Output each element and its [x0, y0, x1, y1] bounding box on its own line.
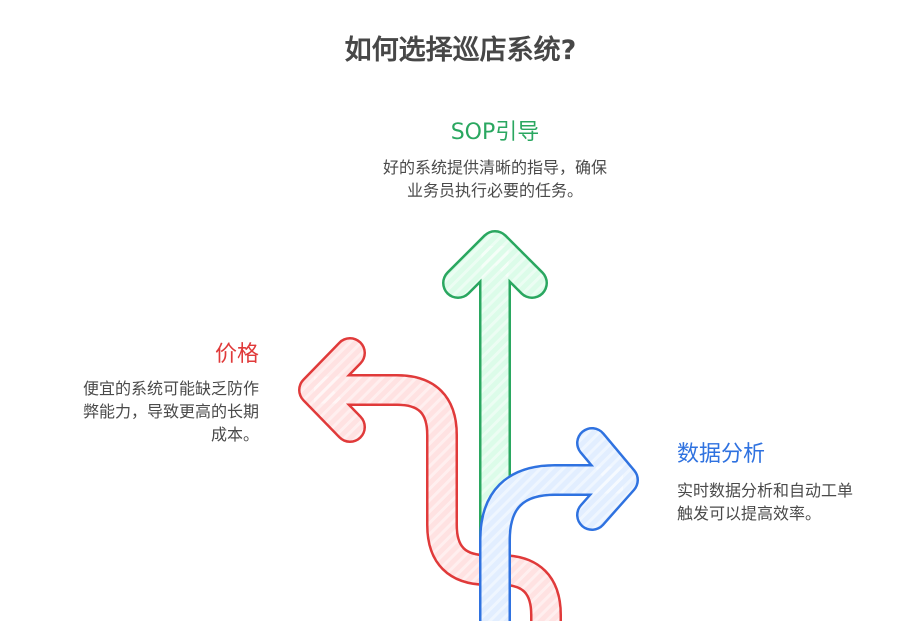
- data-analysis-heading: 数据分析: [677, 442, 766, 467]
- data-arrow: [479, 427, 639, 621]
- price-heading: 价格: [214, 342, 259, 367]
- price-description-line: 弊能力，导致更高的长期: [82, 402, 259, 421]
- sop-description-line: 业务员执行必要的任务。: [406, 181, 583, 200]
- data-analysis-description-line: 实时数据分析和自动工单: [677, 481, 854, 500]
- price-description-line: 便宜的系统可能缺乏防作: [82, 379, 259, 398]
- sop-description-line: 好的系统提供清晰的指导，确保: [382, 158, 607, 177]
- data-analysis-description-line: 触发可以提高效率。: [677, 504, 822, 523]
- data-analysis-description: 实时数据分析和自动工单 触发可以提高效率。: [677, 479, 853, 525]
- price-description: 便宜的系统可能缺乏防作 弊能力，导致更高的长期 成本。: [40, 377, 259, 446]
- sop-description: 好的系统提供清晰的指导，确保 业务员执行必要的任务。: [345, 156, 645, 202]
- price-description-line: 成本。: [210, 425, 259, 444]
- diagram-title: 如何选择巡店系统?: [344, 35, 577, 66]
- sop-heading: SOP引导: [450, 120, 540, 145]
- price-arrow: [298, 337, 562, 621]
